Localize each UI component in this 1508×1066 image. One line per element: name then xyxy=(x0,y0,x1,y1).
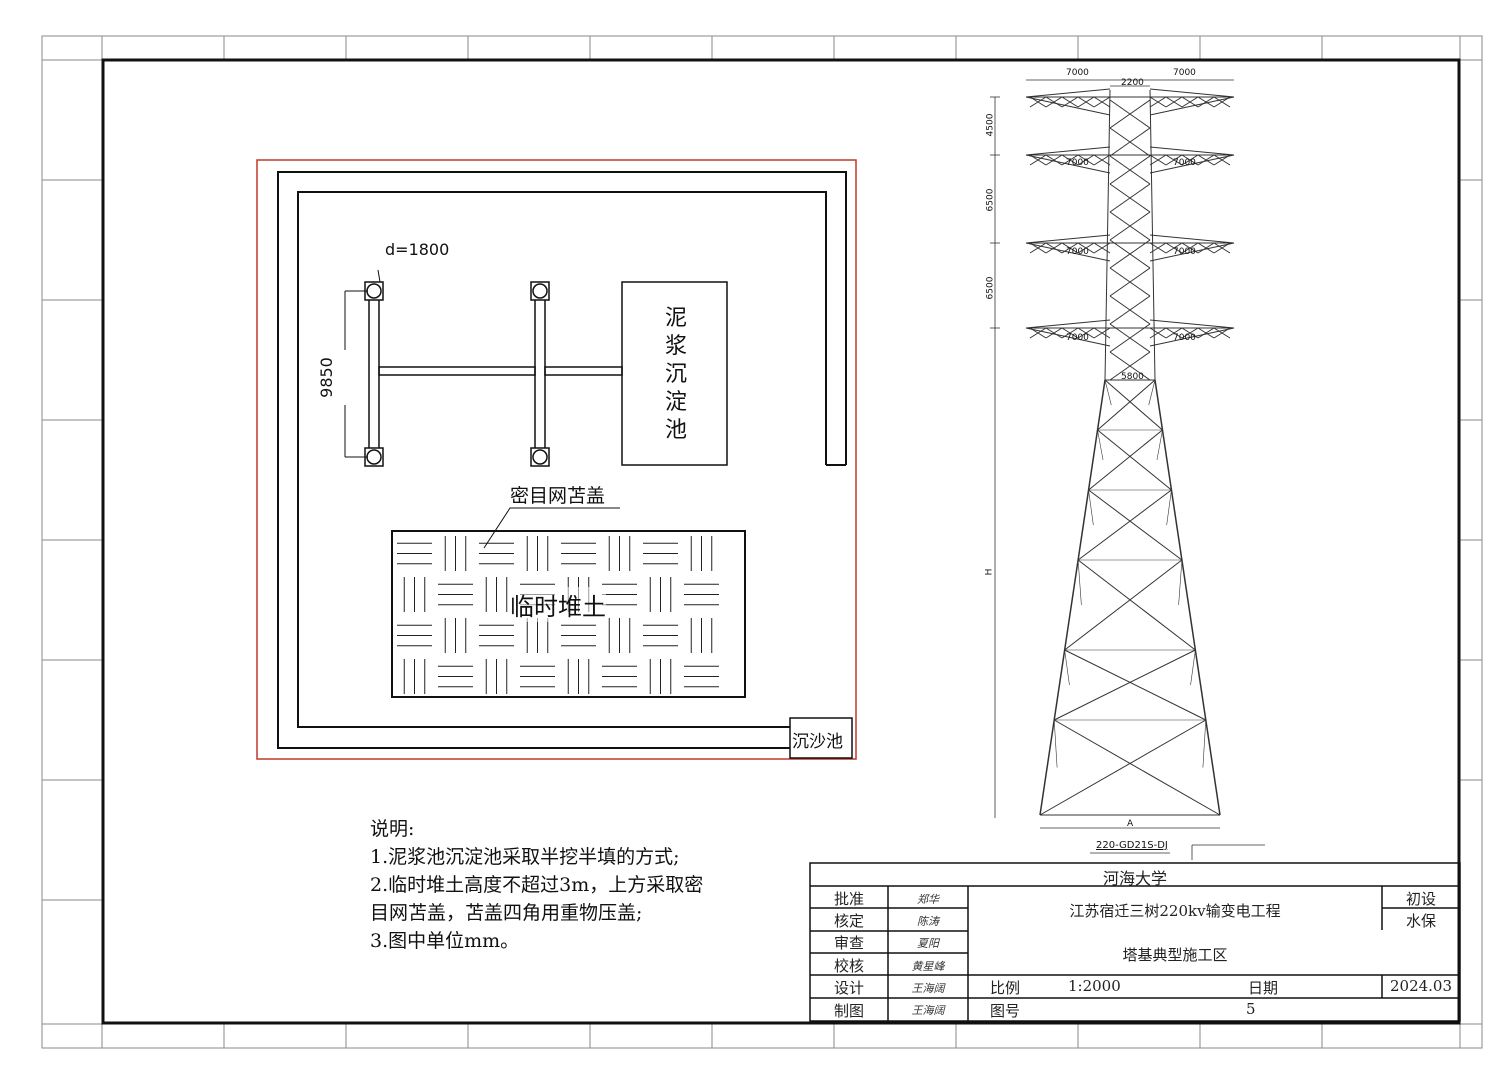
tb-signature-1: 郑华 xyxy=(917,893,939,906)
tower-arm-width-5: 7000 xyxy=(1173,158,1196,168)
notes: 说明: 1.泥浆池沉淀池采取半挖半填的方式; 2.临时堆土高度不超过3m，上方采… xyxy=(370,815,703,955)
notes-line-2b: 目网苫盖，苫盖四角用重物压盖; xyxy=(370,902,643,924)
tower-segment-height-3: 6500 xyxy=(985,276,996,300)
tb-stage: 初设 xyxy=(1405,890,1436,908)
tb-sheet-label: 图号 xyxy=(990,1002,1021,1020)
tower-elevation xyxy=(990,79,1265,860)
tb-signature-3: 夏阳 xyxy=(917,937,939,950)
tb-signature-2: 陈涛 xyxy=(917,915,939,928)
mud-pit-label: 泥浆沉淀池 xyxy=(665,306,688,443)
tower-segment-height-2: 6500 xyxy=(985,188,996,212)
tb-discipline: 水保 xyxy=(1405,912,1436,930)
tb-role-3: 审查 xyxy=(833,934,864,952)
tb-scale-label: 比例 xyxy=(990,979,1021,997)
mud-pit xyxy=(621,281,728,466)
pile-frame xyxy=(364,281,623,467)
tb-date-value: 2024.03 xyxy=(1389,977,1453,995)
tb-signature-4: 黄星峰 xyxy=(911,960,945,973)
title-block-lines xyxy=(809,862,1461,1022)
tower-arm-width-2: 2200 xyxy=(1121,78,1144,88)
cover-leader xyxy=(483,507,620,549)
tb-scale-value: 1:2000 xyxy=(1068,977,1121,995)
tower-arm-width-4: 7000 xyxy=(1066,158,1089,168)
tb-role-4: 校核 xyxy=(833,957,864,975)
sand-pit-label: 沉沙池 xyxy=(792,732,843,752)
tower-arm-width-3: 7000 xyxy=(1173,68,1196,78)
drainage-ditch-outer xyxy=(277,171,847,749)
tb-signature-6: 王海阔 xyxy=(911,1004,945,1017)
tower-waist-width: 5800 xyxy=(1121,372,1144,382)
tb-sheet-value: 5 xyxy=(1246,1000,1256,1018)
dimension-length: 9850 xyxy=(316,357,336,398)
cover-label: 密目网苫盖 xyxy=(510,485,606,507)
tb-signature-5: 王海阔 xyxy=(911,982,945,995)
tb-date-label: 日期 xyxy=(1248,979,1279,997)
dimension-diameter: d=1800 xyxy=(385,240,450,259)
tower-arm-width-8: 7000 xyxy=(1066,333,1089,343)
site-plan xyxy=(256,159,857,760)
tb-institution: 河海大学 xyxy=(1102,869,1167,888)
tower-height-label: H xyxy=(984,568,995,576)
tb-role-5: 设计 xyxy=(833,979,864,997)
tower-arm-width-9: 7000 xyxy=(1173,333,1196,343)
tb-role-1: 批准 xyxy=(833,890,864,908)
tower-arm-width-1: 7000 xyxy=(1066,68,1089,78)
notes-line-2a: 2.临时堆土高度不超过3m，上方采取密 xyxy=(370,874,704,896)
tb-project: 江苏宿迁三树220kv输变电工程 xyxy=(1069,902,1281,920)
dimension-9850 xyxy=(344,290,368,458)
tb-role-6: 制图 xyxy=(833,1002,864,1020)
site-boundary xyxy=(256,159,857,760)
sand-pit xyxy=(789,717,853,759)
tower-segment-height-1: 4500 xyxy=(985,113,996,137)
tower-arm-width-7: 7000 xyxy=(1173,247,1196,257)
notes-line-3: 3.图中单位mm。 xyxy=(370,930,520,952)
drainage-ditch-inner xyxy=(297,191,827,728)
tb-drawing-title: 塔基典型施工区 xyxy=(1122,946,1228,964)
tower-base-label: A xyxy=(1127,819,1134,829)
inner-border xyxy=(101,58,1461,1025)
outer-frame xyxy=(41,35,1483,1049)
tb-role-2: 核定 xyxy=(833,912,864,930)
tower-model: 220-GD21S-DJ xyxy=(1096,840,1168,851)
tower-arm-width-6: 7000 xyxy=(1066,247,1089,257)
notes-title: 说明: xyxy=(370,818,415,840)
notes-line-1: 1.泥浆池沉淀池采取半挖半填的方式; xyxy=(370,846,680,868)
soil-label: 临时堆土 xyxy=(510,587,606,622)
